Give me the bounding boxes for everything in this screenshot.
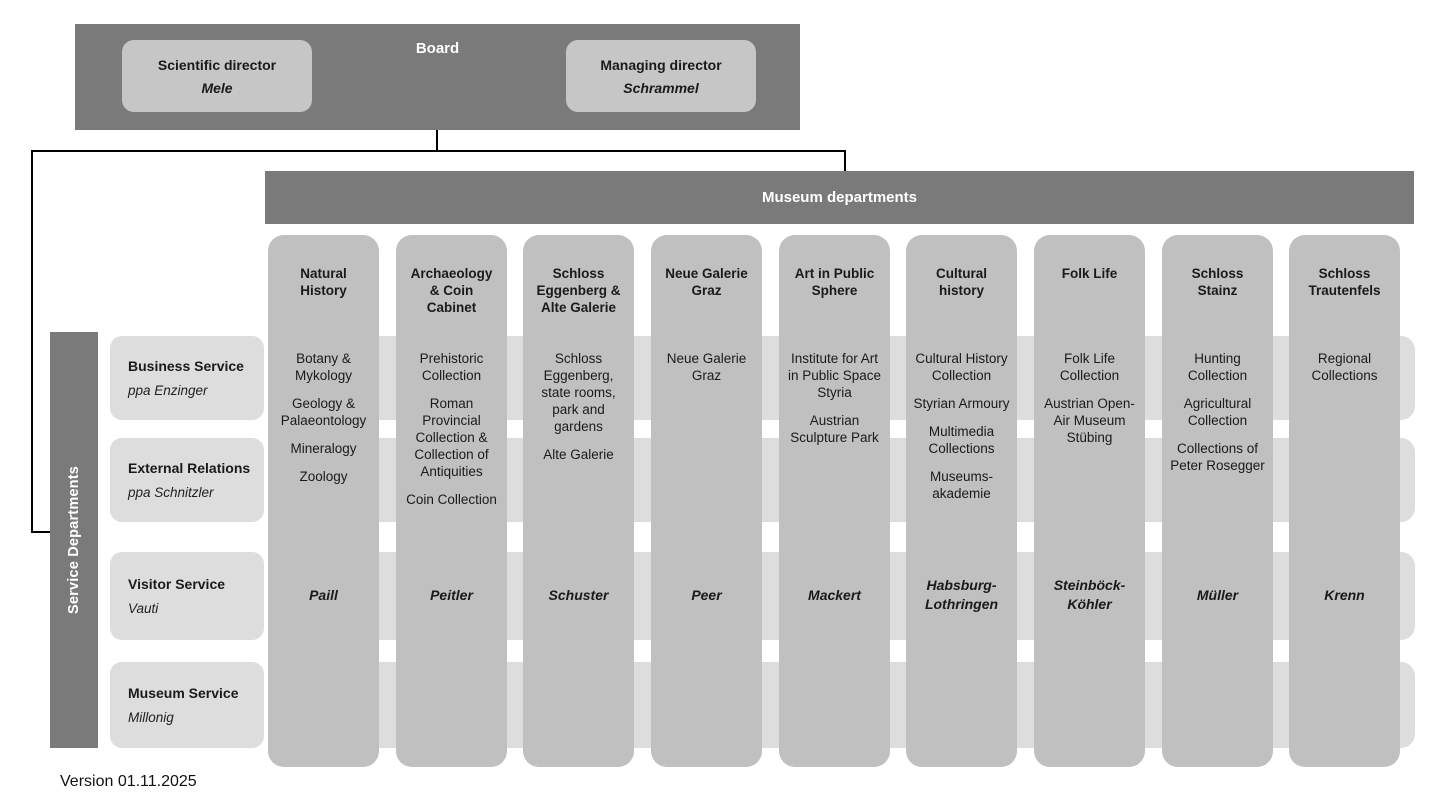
dept-item: Austrian Open-Air Museum Stübing [1044,396,1135,445]
connector-right-drop [844,150,846,173]
board-title: Board [415,40,460,57]
connector-left-elbow [31,531,53,533]
connector-horizontal [31,150,846,152]
dept-column-schloss-stainz: Schloss Stainz Hunting Collection Agricu… [1162,235,1273,767]
dept-items: Folk Life Collection Austrian Open-Air M… [1039,350,1140,457]
row-label-external-relations: External Relations ppa Schnitzler [110,438,264,522]
managing-director-name: Schrammel [623,79,699,96]
dept-item: Neue Galerie Graz [666,351,747,383]
dept-item: Botany & Mykology [294,351,353,383]
dept-items: Hunting Collection Agricultural Collecti… [1167,350,1268,485]
row-label-title: External Relations [128,460,251,476]
dept-item: Zoology [299,469,348,484]
service-departments-sidebar: Service Departments [50,332,98,748]
dept-item: Coin Collection [406,492,497,507]
dept-item: Folk Life Collection [1059,351,1120,383]
dept-column-folk-life: Folk Life Folk Life Collection Austrian … [1034,235,1145,767]
scientific-director-name: Mele [201,79,233,96]
dept-item: Hunting Collection [1187,351,1248,383]
dept-item: Prehistoric Collection [419,351,484,383]
dept-column-schloss-eggenberg-alte-galerie: Schloss Eggenberg & Alte Galerie Schloss… [523,235,634,767]
dept-item: Geology & Palaeontology [280,396,367,428]
dept-head-name: Müller [1196,586,1239,603]
dept-column-cultural-history: Cultural history Cultural History Collec… [906,235,1017,767]
row-label-title: Museum Service [128,685,239,701]
row-label-visitor-service: Visitor Service Vauti [110,552,264,640]
dept-title: Folk Life [1061,266,1118,281]
row-label-title: Business Service [128,358,244,374]
dept-column-archaeology-coin-cabinet: Archaeology & Coin Cabinet Prehistoric C… [396,235,507,767]
dept-item: Schloss Eggenberg, state rooms, park and… [541,351,616,434]
row-label-museum-service: Museum Service Millonig [110,662,264,748]
row-label-head: ppa Enzinger [128,383,208,398]
dept-head-name: Peitler [430,586,473,603]
dept-items: Schloss Eggenberg, state rooms, park and… [528,350,629,474]
museum-departments-bar: Museum departments [265,171,1414,224]
dept-items: Neue Galerie Graz [656,350,757,395]
managing-director-box: Managing director Schrammel [566,40,756,112]
dept-items: Botany & Mykology Geology & Palaeontolog… [273,350,374,496]
dept-item: Styrian Armoury [913,396,1010,411]
dept-head-name: Peer [691,586,722,603]
dept-head-name: Steinböck-Köhler [1053,577,1126,612]
dept-column-natural-history: Natural History Botany & Mykology Geolog… [268,235,379,767]
row-label-business-service: Business Service ppa Enzinger [110,336,264,420]
dept-title: Schloss Eggenberg & Alte Galerie [536,266,621,315]
dept-items: Cultural History Collection Styrian Armo… [911,350,1012,513]
service-departments-title: Service Departments [66,465,83,615]
dept-item: Roman Provincial Collection & Collection… [414,396,489,479]
dept-title: Art in Public Sphere [794,266,875,298]
version-text: Version 01.11.2025 [60,773,197,790]
dept-item: Regional Collections [1311,351,1378,383]
row-label-head: Millonig [128,710,174,725]
dept-item: Agricultural Collection [1183,396,1252,428]
row-label-head: ppa Schnitzler [128,485,214,500]
dept-item: Museums-akademie [929,469,993,501]
dept-title: Archaeology & Coin Cabinet [410,266,493,315]
connector-left-drop [31,150,33,533]
dept-item: Multimedia Collections [928,424,995,456]
dept-head-name: Habsburg-Lothringen [924,577,999,612]
dept-item: Cultural History Collection [915,351,1008,383]
dept-items: Prehistoric Collection Roman Provincial … [401,350,502,519]
dept-title: Cultural history [935,266,987,298]
dept-items: Institute for Art in Public Space Styria… [784,350,885,457]
dept-head-name: Krenn [1324,586,1365,603]
dept-column-neue-galerie-graz: Neue Galerie Graz Neue Galerie Graz Peer [651,235,762,767]
row-label-head: Vauti [128,601,159,616]
dept-item: Mineralogy [290,441,357,456]
dept-head-name: Paill [309,586,338,603]
museum-departments-title: Museum departments [761,189,918,206]
dept-head-name: Mackert [808,586,861,603]
row-label-title: Visitor Service [128,576,226,592]
scientific-director-role: Scientific director [157,56,277,73]
dept-column-schloss-trautenfels: Schloss Trautenfels Regional Collections… [1289,235,1400,767]
dept-item: Institute for Art in Public Space Styria [787,351,882,400]
dept-head-name: Schuster [548,586,609,603]
scientific-director-box: Scientific director Mele [122,40,312,112]
dept-item: Alte Galerie [543,447,614,462]
dept-column-art-in-public-sphere: Art in Public Sphere Institute for Art i… [779,235,890,767]
dept-items: Regional Collections [1294,350,1395,395]
dept-item: Collections of Peter Rosegger [1170,441,1265,473]
connector-board-stem [436,130,438,152]
dept-title: Neue Galerie Graz [665,266,748,298]
dept-title: Schloss Stainz [1191,266,1244,298]
managing-director-role: Managing director [600,56,722,73]
dept-title: Natural History [300,266,347,298]
dept-item: Austrian Sculpture Park [790,413,879,445]
dept-title: Schloss Trautenfels [1308,266,1381,298]
